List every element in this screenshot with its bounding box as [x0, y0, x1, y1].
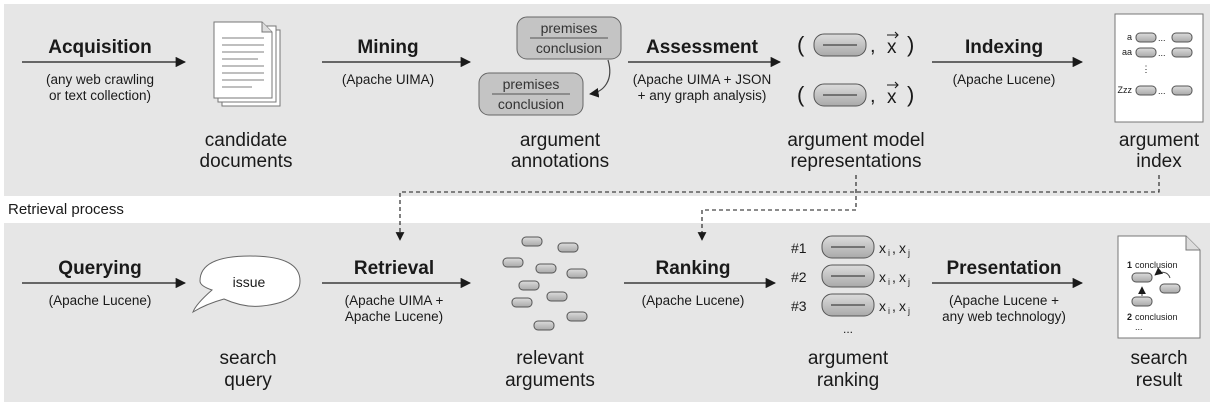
svg-text:premises: premises: [503, 76, 560, 92]
svg-text:#3: #3: [791, 298, 807, 314]
svg-text:conclusion: conclusion: [1135, 312, 1178, 322]
indexing-tool-line-1: (Apache Lucene): [953, 72, 1056, 87]
step-title-presentation: Presentation: [946, 258, 1061, 279]
svg-text:x: x: [887, 37, 897, 58]
index-to-retrieval-connector: [395, 175, 1160, 241]
presentation-tool-line-2: any web technology): [942, 309, 1066, 324]
acquisition-tool-line-1: (any web crawling: [46, 72, 154, 87]
assessment-tool-line-1: (Apache UIMA + JSON: [633, 72, 771, 87]
svg-text:...: ...: [1135, 322, 1143, 332]
step-title-mining: Mining: [357, 37, 418, 58]
output-relevant-arguments-line-2: arguments: [505, 370, 595, 391]
svg-text:,: ,: [870, 35, 876, 57]
svg-text:#2: #2: [791, 269, 807, 285]
step-title-assessment: Assessment: [646, 37, 759, 58]
output-argument-ranking-line-2: ranking: [817, 370, 879, 391]
ranking-row-2: #2 x i , x j: [791, 264, 910, 288]
relevant-arguments-cluster: [502, 236, 588, 331]
svg-text:conclusion: conclusion: [536, 40, 602, 56]
documents-stack-icon: [213, 21, 281, 107]
svg-text:): ): [907, 32, 914, 57]
model-representation-2: ( , x ): [797, 81, 914, 108]
retrieval-process-label: Retrieval process: [8, 201, 124, 218]
speech-bubble-icon: issue: [192, 255, 301, 314]
svg-text:i: i: [888, 277, 890, 287]
output-search-query-line-1: search: [219, 348, 276, 369]
svg-text:...: ...: [1158, 48, 1166, 58]
support-relation-arrow: [589, 59, 611, 98]
svg-text:(: (: [797, 32, 805, 57]
svg-text:(: (: [797, 82, 805, 107]
model-to-ranking-connector: [697, 175, 857, 241]
svg-text:Zzz: Zzz: [1118, 85, 1133, 95]
output-search-result-line-1: search: [1130, 348, 1187, 369]
svg-text:1: 1: [1127, 260, 1132, 270]
output-search-result-line-2: result: [1136, 370, 1183, 391]
output-argument-model-line-1: argument model: [787, 130, 924, 151]
ranking-more: ...: [843, 322, 853, 336]
step-title-acquisition: Acquisition: [48, 37, 151, 58]
svg-text:): ): [907, 82, 914, 107]
retrieval-tool-line-1: (Apache UIMA +: [345, 293, 444, 308]
svg-text:,: ,: [892, 269, 896, 285]
svg-text:,: ,: [870, 85, 876, 107]
output-argument-annotations-line-1: argument: [520, 130, 601, 151]
svg-text:,: ,: [892, 298, 896, 314]
svg-text:i: i: [888, 248, 890, 258]
ranking-tool-line-1: (Apache Lucene): [642, 293, 745, 308]
ranking-row-3: #3 x i , x j: [791, 293, 910, 317]
output-argument-index-line-1: argument: [1119, 130, 1200, 151]
svg-text:conclusion: conclusion: [1135, 260, 1178, 270]
svg-text:j: j: [907, 277, 910, 287]
svg-text:j: j: [907, 306, 910, 316]
svg-text:,: ,: [892, 240, 896, 256]
step-title-ranking: Ranking: [656, 258, 731, 279]
step-title-querying: Querying: [58, 258, 141, 279]
output-argument-ranking-line-1: argument: [808, 348, 889, 369]
svg-text:x: x: [899, 298, 906, 314]
output-candidate-documents-line-2: documents: [200, 151, 293, 172]
output-argument-annotations-line-2: annotations: [511, 151, 609, 172]
svg-text:j: j: [907, 248, 910, 258]
output-argument-index-line-2: index: [1136, 151, 1182, 172]
svg-text:aa: aa: [1122, 47, 1132, 57]
svg-text:conclusion: conclusion: [498, 96, 564, 112]
retrieval-tool-line-2: Apache Lucene): [345, 309, 443, 324]
querying-tool-line-1: (Apache Lucene): [49, 293, 152, 308]
index-document-icon: a ... aa ... ⋮ Zzz ...: [1114, 13, 1204, 123]
svg-text:x: x: [879, 298, 886, 314]
retrieval-phase-panel: [4, 223, 1210, 402]
svg-text:x: x: [879, 240, 886, 256]
search-result-document-icon: 1 conclusion 2 conclusion ...: [1117, 235, 1201, 339]
presentation-tool-line-1: (Apache Lucene +: [949, 293, 1059, 308]
annotation-box-1: premises conclusion: [516, 16, 622, 60]
svg-text:i: i: [888, 306, 890, 316]
output-argument-model-line-2: representations: [791, 151, 922, 172]
mining-tool-line-1: (Apache UIMA): [342, 72, 434, 87]
svg-text:...: ...: [1158, 86, 1166, 96]
output-search-query-line-2: query: [224, 370, 272, 391]
svg-text:⋮: ⋮: [1142, 64, 1151, 74]
output-candidate-documents-line-1: candidate: [205, 130, 287, 151]
svg-text:x: x: [899, 269, 906, 285]
svg-text:premises: premises: [541, 20, 598, 36]
svg-text:a: a: [1127, 32, 1132, 42]
step-title-retrieval: Retrieval: [354, 258, 434, 279]
annotation-box-2: premises conclusion: [478, 72, 584, 116]
step-title-indexing: Indexing: [965, 37, 1043, 58]
model-representation-1: ( , x ): [797, 31, 914, 58]
output-relevant-arguments-line-1: relevant: [516, 348, 584, 369]
svg-text:x: x: [887, 87, 897, 108]
query-bubble-text: issue: [233, 274, 266, 290]
svg-text:x: x: [879, 269, 886, 285]
svg-text:2: 2: [1127, 312, 1132, 322]
svg-text:x: x: [899, 240, 906, 256]
assessment-tool-line-2: + any graph analysis): [638, 88, 767, 103]
acquisition-tool-line-2: or text collection): [49, 88, 151, 103]
svg-text:...: ...: [1158, 33, 1166, 43]
ranking-row-1: #1 x i , x j: [791, 235, 910, 259]
svg-text:#1: #1: [791, 240, 807, 256]
